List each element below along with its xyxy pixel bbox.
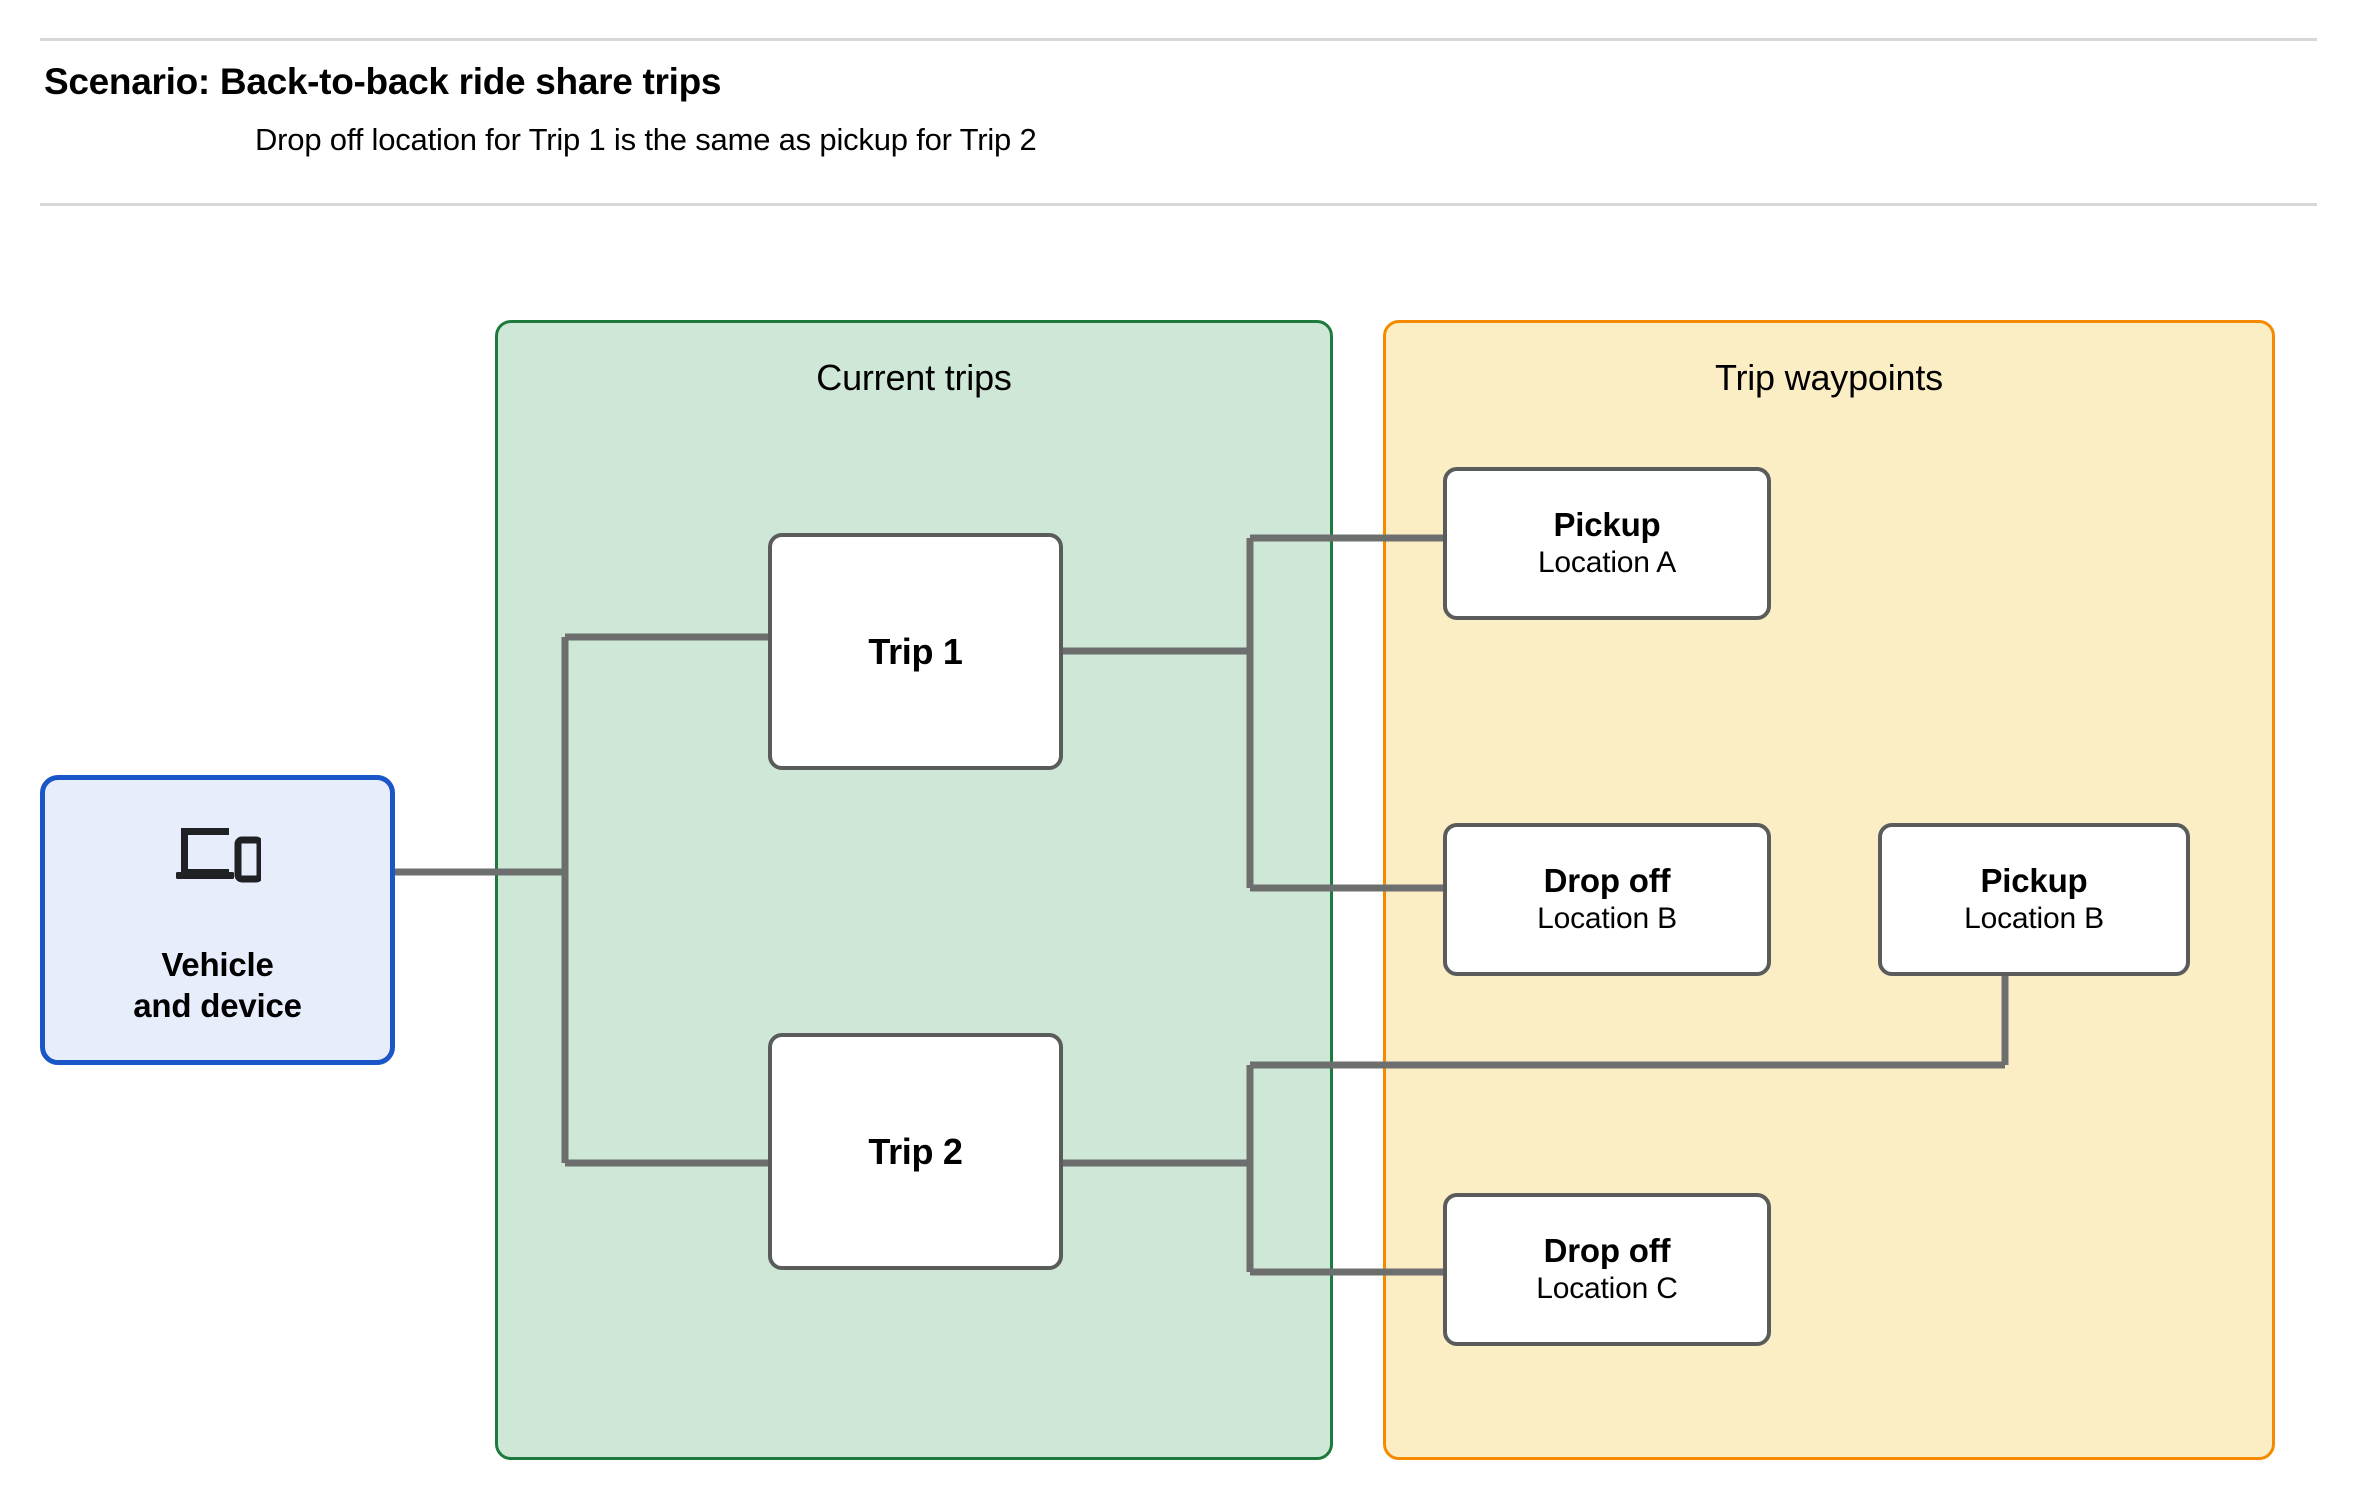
node-waypoint-pickup-location-a[interactable]: Pickup Location A (1443, 467, 1771, 620)
header-divider-bottom (40, 203, 2317, 206)
waypoint-location: Location A (1537, 545, 1677, 579)
header-divider-top (40, 38, 2317, 41)
page-subtitle: Drop off location for Trip 1 is the same… (255, 122, 1037, 157)
devices-icon (175, 828, 261, 883)
node-waypoint-dropoff-location-b[interactable]: Drop off Location B (1443, 823, 1771, 976)
waypoint-type: Pickup (1980, 862, 2088, 900)
group-current-trips-title: Current trips (816, 357, 1012, 398)
waypoint-location: Location B (1964, 901, 2104, 935)
waypoint-type: Drop off (1543, 862, 1671, 900)
node-waypoint-dropoff-location-c[interactable]: Drop off Location C (1443, 1193, 1771, 1346)
node-waypoint-pickup-location-b[interactable]: Pickup Location B (1878, 823, 2190, 976)
node-trip-2[interactable]: Trip 2 (768, 1033, 1063, 1270)
node-trip-1[interactable]: Trip 1 (768, 533, 1063, 770)
node-trip-1-label: Trip 1 (868, 630, 963, 672)
node-vehicle-and-device[interactable]: Vehicle and device (40, 775, 395, 1065)
waypoint-location: Location C (1536, 1271, 1678, 1305)
node-trip-2-label: Trip 2 (868, 1130, 963, 1172)
page-title: Scenario: Back-to-back ride share trips (44, 61, 722, 102)
waypoint-type: Pickup (1553, 506, 1661, 544)
group-trip-waypoints-title: Trip waypoints (1715, 357, 1943, 398)
group-current-trips: Current trips (495, 320, 1333, 1460)
waypoint-location: Location B (1537, 901, 1677, 935)
node-vehicle-label: Vehicle and device (133, 946, 302, 1025)
waypoint-type: Drop off (1543, 1232, 1671, 1270)
